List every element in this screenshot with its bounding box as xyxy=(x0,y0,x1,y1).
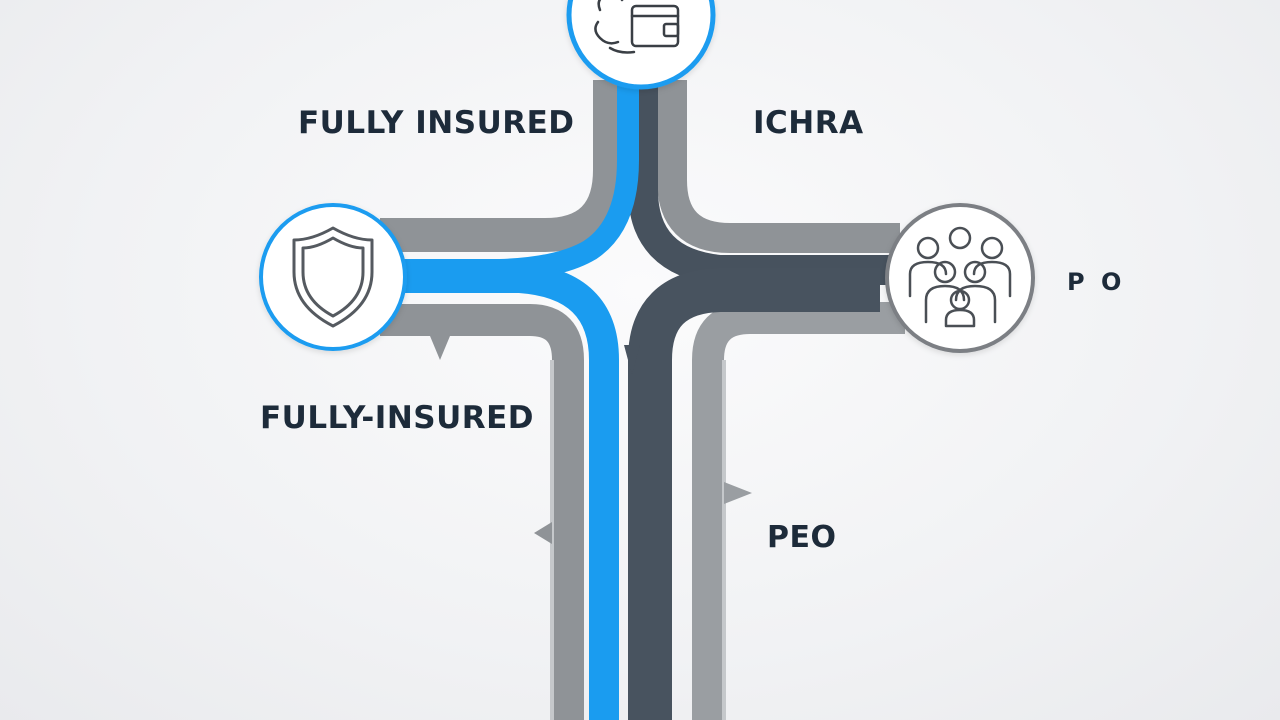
path-top-to-left-gray xyxy=(380,80,627,252)
label-fully-insured-top: FULLY INSURED xyxy=(298,105,575,141)
shield-icon xyxy=(292,226,374,328)
path-top-to-right-gray xyxy=(657,80,900,253)
label-peo: PEO xyxy=(767,520,837,555)
path-left-down-gray xyxy=(380,304,584,720)
arrow-notch-center xyxy=(624,345,640,375)
label-po: P O xyxy=(1067,268,1126,296)
wallet-icon xyxy=(594,0,680,54)
path-dark-down xyxy=(628,268,880,720)
label-fully-insured-left: FULLY-INSURED xyxy=(260,400,535,436)
arrow-notch-bottom-left xyxy=(534,522,552,544)
arrow-notch-right xyxy=(724,482,752,504)
label-ichra: ICHRA xyxy=(753,105,864,141)
top-node xyxy=(566,0,716,90)
right-node xyxy=(885,203,1035,353)
people-group-icon xyxy=(908,226,1012,328)
path-blue-down xyxy=(400,263,619,720)
path-right-down-gray xyxy=(692,302,905,720)
arrow-notch-left xyxy=(430,336,450,360)
